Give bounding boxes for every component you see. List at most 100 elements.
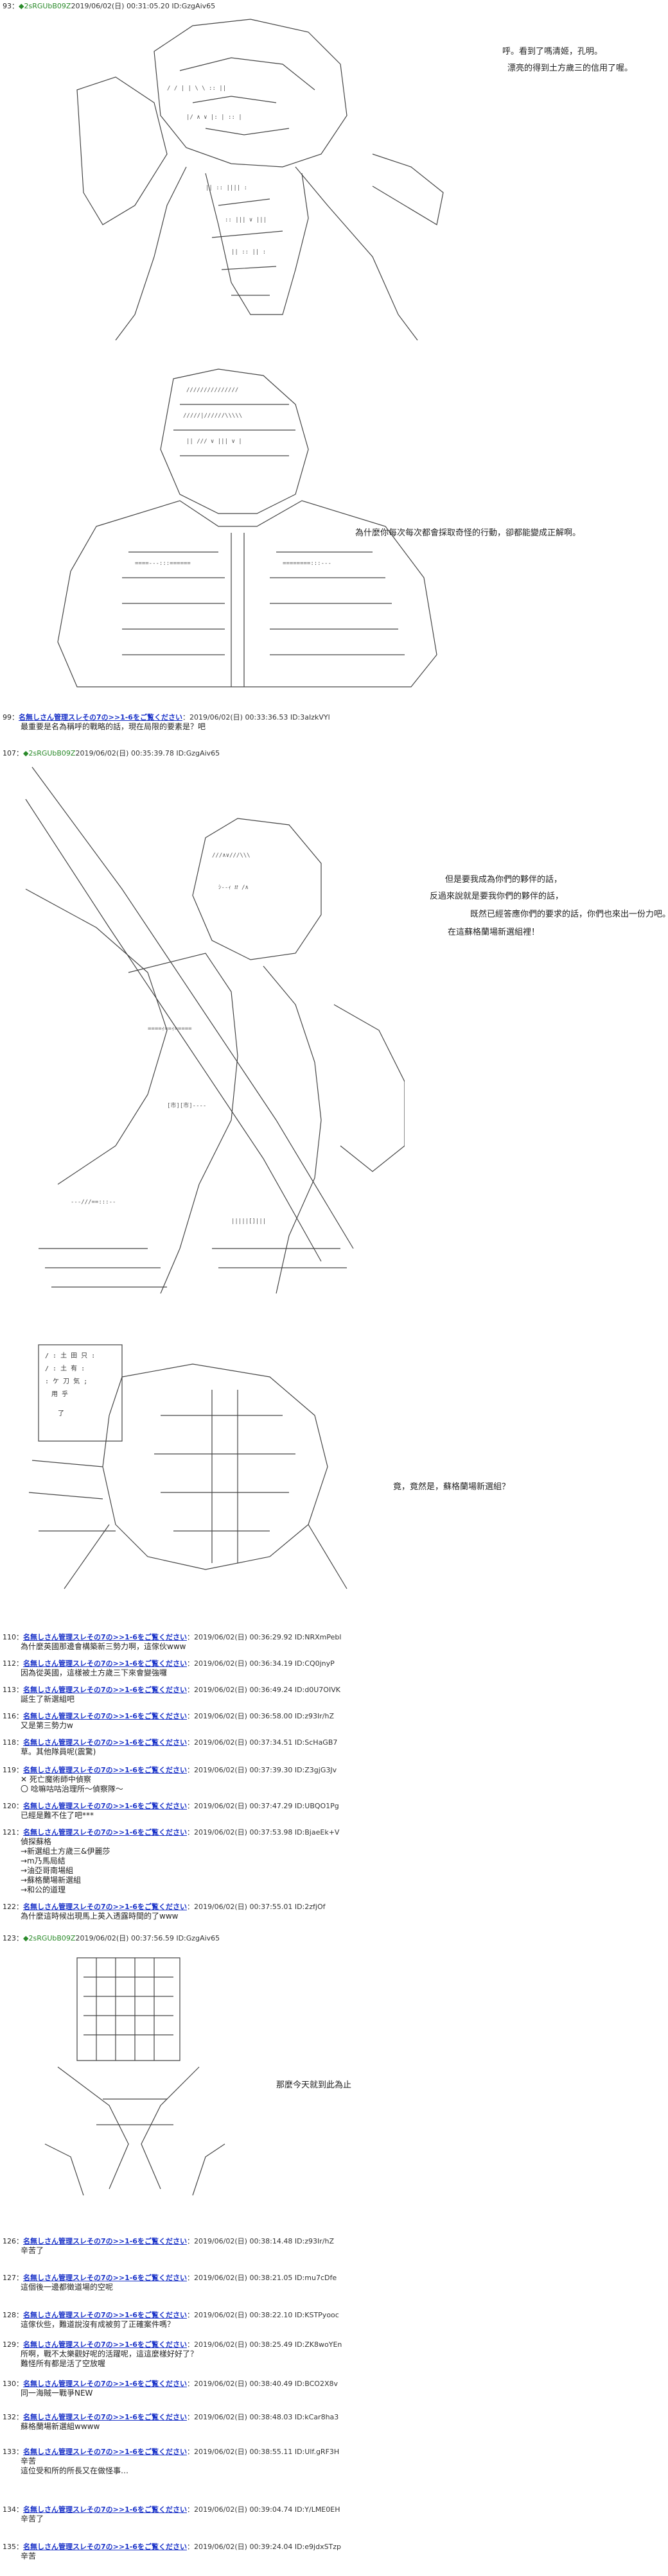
poster-trip[interactable]: ◆2sRGUbB09Z: [23, 1934, 76, 1942]
post-meta: ：2019/06/02(日) 00:36:29.92 ID:NRXmPebl: [186, 1633, 342, 1641]
post-meta: ：2019/06/02(日) 00:36:34.19 ID:CQ0jnyP: [186, 1659, 335, 1668]
post-number: 133：: [3, 2448, 23, 2456]
post-body-line: 因為從英國，這樣被土方歲三下來會變強囉: [21, 1668, 168, 1677]
post-body-line: 又是第三勢力w: [21, 1721, 73, 1730]
poster-name-link[interactable]: 名無しさん管理スレその7の>>1-6をご覧ください: [23, 2340, 187, 2349]
poster-name-link[interactable]: 名無しさん管理スレその7の>>1-6をご覧ください: [23, 1686, 187, 1694]
dialog-line: 呼。看到了嗎清姬，孔明。: [502, 47, 603, 56]
dialog-line: 但是要我成為你們的夥伴的話，: [445, 875, 563, 885]
poster-name-link[interactable]: 名無しさん管理スレその7の>>1-6をご覧ください: [23, 1903, 187, 1911]
post-header: 120：名無しさん管理スレその7の>>1-6をご覧ください：2019/06/02…: [3, 1801, 664, 1811]
post-number: 119：: [3, 1766, 23, 1774]
poster-name-link[interactable]: 名無しさん管理スレその7の>>1-6をご覧ください: [23, 2237, 187, 2245]
post-body-line: 同一海賊一戰爭NEW: [21, 2389, 93, 2398]
poster-name-link[interactable]: 名無しさん管理スレその7の>>1-6をご覧ください: [23, 1766, 187, 1774]
poster-name-link[interactable]: 名無しさん管理スレその7の>>1-6をご覧ください: [23, 2505, 187, 2514]
post-number: 116：: [3, 1712, 23, 1720]
svg-text:: ケ 刀 気 ;: : ケ 刀 気 ;: [45, 1377, 87, 1385]
post-header: 130：名無しさん管理スレその7の>>1-6をご覧ください：2019/06/02…: [3, 2379, 664, 2389]
post-body-line: 這位受和所的所長又在做怪事…: [21, 2466, 129, 2475]
dialog-line: 在這蘇格蘭場新選組裡！: [448, 928, 540, 937]
poster-name-link[interactable]: 名無しさん管理スレその7の>>1-6をご覧ください: [23, 1738, 187, 1747]
poster-name-link[interactable]: 名無しさん管理スレその7の>>1-6をご覧ください: [23, 1828, 187, 1837]
poster-name-link[interactable]: 名無しさん管理スレその7の>>1-6をご覧ください: [23, 2274, 187, 2282]
post-header: 112：名無しさん管理スレその7の>>1-6をご覧ください：2019/06/02…: [3, 1659, 664, 1668]
post-body-line: 所啊，戰不太樂觀好呢的活躍呢，這這麼樣好好了？: [21, 2349, 198, 2358]
post-body-line: 辛苦了: [21, 2514, 44, 2523]
ascii-art-figure: [32, 1951, 244, 2208]
poster-name-link[interactable]: 名無しさん管理スレその7の>>1-6をご覧ください: [23, 2311, 187, 2319]
post-meta: ：2019/06/02(日) 00:38:22.10 ID:KSTPyooc: [186, 2311, 339, 2319]
post-number: 122：: [3, 1903, 23, 1911]
post-number: 127：: [3, 2274, 23, 2282]
post-body-line: 辛苦: [21, 2552, 37, 2561]
post-meta: ：2019/06/02(日) 00:33:36.53 ID:3aIzkVYl: [182, 713, 330, 722]
svg-text:|| :: |||| :: || :: |||| :: [206, 185, 247, 191]
post-body-line: 這傢伙些，難道說沒有成被剪了正確案件嗎？: [21, 2320, 175, 2329]
post-body-line: →和公的道理: [21, 1885, 66, 1894]
post-meta: ：2019/06/02(日) 00:38:48.03 ID:kCar8ha3: [186, 2413, 339, 2421]
post-meta: ：2019/06/02(日) 00:36:58.00 ID:z93Ir/hZ: [186, 1712, 335, 1720]
post-header: 110：名無しさん管理スレその7の>>1-6をご覧ください：2019/06/02…: [3, 1632, 664, 1642]
poster-trip[interactable]: ◆2sRGUbB09Z: [19, 2, 71, 10]
post-meta: ：2019/06/02(日) 00:38:21.05 ID:mu7cDfe: [186, 2274, 337, 2282]
svg-text:|| :: || :: || :: || :: [231, 249, 266, 255]
post-number: 107：: [3, 749, 23, 757]
post-number: 113：: [3, 1686, 23, 1694]
dialog-line: 為什麼你每次每次都會採取奇怪的行動，卻都能變成正解啊。: [355, 528, 581, 538]
post-number: 130：: [3, 2380, 23, 2388]
post-number: 129：: [3, 2340, 23, 2349]
poster-name-link[interactable]: 名無しさん管理スレその7の>>1-6をご覧ください: [23, 2380, 187, 2388]
post-meta: ：2019/06/02(日) 00:37:39.30 ID:Z3gjG3Jv: [186, 1766, 337, 1774]
post-number: 120：: [3, 1802, 23, 1810]
dialog-line: 既然已經答應你們的要求的話，你們也來出一份力吧。: [470, 910, 668, 919]
post-meta: ：2019/06/02(日) 00:39:24.04 ID:e9jdxSTzp: [186, 2543, 342, 2551]
post-number: 112：: [3, 1659, 23, 1668]
post-body-line: 為什麼這時候出現馬上英入透露時間的了www: [21, 1912, 179, 1921]
post-body-line: 〇 唸嘛咕咕治理所～偵察隊～: [21, 1785, 123, 1794]
post-header: 128：名無しさん管理スレその7の>>1-6をご覧ください：2019/06/02…: [3, 2310, 664, 2320]
post-header: 122：名無しさん管理スレその7の>>1-6をご覧ください：2019/06/02…: [3, 1902, 664, 1912]
svg-text:====---:::======: ====---:::======: [135, 560, 191, 567]
svg-text:/ : 土 有 :: / : 土 有 :: [45, 1364, 85, 1372]
dialog-line: 竟，竟然是，蘇格蘭場新選組？: [393, 1482, 511, 1492]
poster-name-link[interactable]: 名無しさん管理スレその7の>>1-6をご覧ください: [23, 2543, 187, 2551]
post-body-line: 最重要是名為稱呼的戰略的話，現在局限的要素是？吧: [21, 722, 206, 731]
post-body-line: 草。其他隊員呢(震驚): [21, 1747, 96, 1756]
post-body-line: 已經是難不住了吧***: [21, 1811, 94, 1820]
post-number: 121：: [3, 1828, 23, 1837]
poster-trip[interactable]: ◆2sRGUbB09Z: [23, 749, 76, 757]
post-header: 118：名無しさん管理スレその7の>>1-6をご覧ください：2019/06/02…: [3, 1738, 664, 1747]
post-header: 129：名無しさん管理スレその7の>>1-6をご覧ください：2019/06/02…: [3, 2340, 664, 2349]
post-body-line: 蘇格蘭場新選組wwww: [21, 2422, 100, 2431]
poster-name-link[interactable]: 名無しさん管理スレその7の>>1-6をご覧ください: [19, 713, 182, 722]
svg-text:///∧∨///\\\: ///∧∨///\\\: [212, 852, 251, 859]
post-number: 134：: [3, 2505, 23, 2514]
poster-name-link[interactable]: 名無しさん管理スレその7の>>1-6をご覧ください: [23, 1712, 187, 1720]
post-number: 132：: [3, 2413, 23, 2421]
poster-name-link[interactable]: 名無しさん管理スレその7の>>1-6をご覧ください: [23, 2448, 187, 2456]
post-number: 110：: [3, 1633, 23, 1641]
post-meta: ：2019/06/02(日) 00:36:49.24 ID:d0U7OIVK: [186, 1686, 340, 1694]
post-body-line: 偵探蘇格: [21, 1837, 52, 1846]
poster-name-link[interactable]: 名無しさん管理スレその7の>>1-6をご覧ください: [23, 1659, 187, 1668]
svg-text:/ / | | \ \ :: ||: / / | | \ \ :: ||: [167, 85, 226, 92]
post-header: 107：◆2sRGUbB09Z2019/06/02(日) 00:35:39.78…: [3, 748, 664, 758]
poster-name-link[interactable]: 名無しさん管理スレその7の>>1-6をご覧ください: [23, 1633, 187, 1641]
post-meta: 2019/06/02(日) 00:31:05.20 ID:GzgAiv65: [71, 2, 216, 10]
svg-text:了: 了: [58, 1410, 64, 1417]
post-body-line: 這個後一邊都徵道場的空呢: [21, 2283, 114, 2292]
svg-text:/ : 土 田 只 :: / : 土 田 只 :: [45, 1351, 95, 1360]
poster-name-link[interactable]: 名無しさん管理スレその7の>>1-6をご覧ください: [23, 2413, 187, 2421]
post-body-line: 辛苦: [21, 2457, 37, 2466]
post-meta: ：2019/06/02(日) 00:37:53.98 ID:BjaeEk+V: [186, 1828, 340, 1837]
svg-text:|||||[]|||: |||||[]|||: [231, 1218, 266, 1225]
post-number: 93：: [3, 2, 19, 10]
dialog-line: 反過來說就是要我你們的夥伴的話，: [430, 892, 564, 901]
poster-name-link[interactable]: 名無しさん管理スレその7の>>1-6をご覧ください: [23, 1802, 187, 1810]
dialog-line: 漂亮的得到土方歲三的信用了喔。: [507, 64, 633, 73]
ascii-art-figure: / / | | \ \ :: || |/ ∧ ∨ |: | :: | || ::…: [39, 13, 456, 347]
post-meta: 2019/06/02(日) 00:35:39.78 ID:GzgAiv65: [75, 749, 220, 757]
post-header: 123：◆2sRGUbB09Z2019/06/02(日) 00:37:56.59…: [3, 1933, 664, 1943]
